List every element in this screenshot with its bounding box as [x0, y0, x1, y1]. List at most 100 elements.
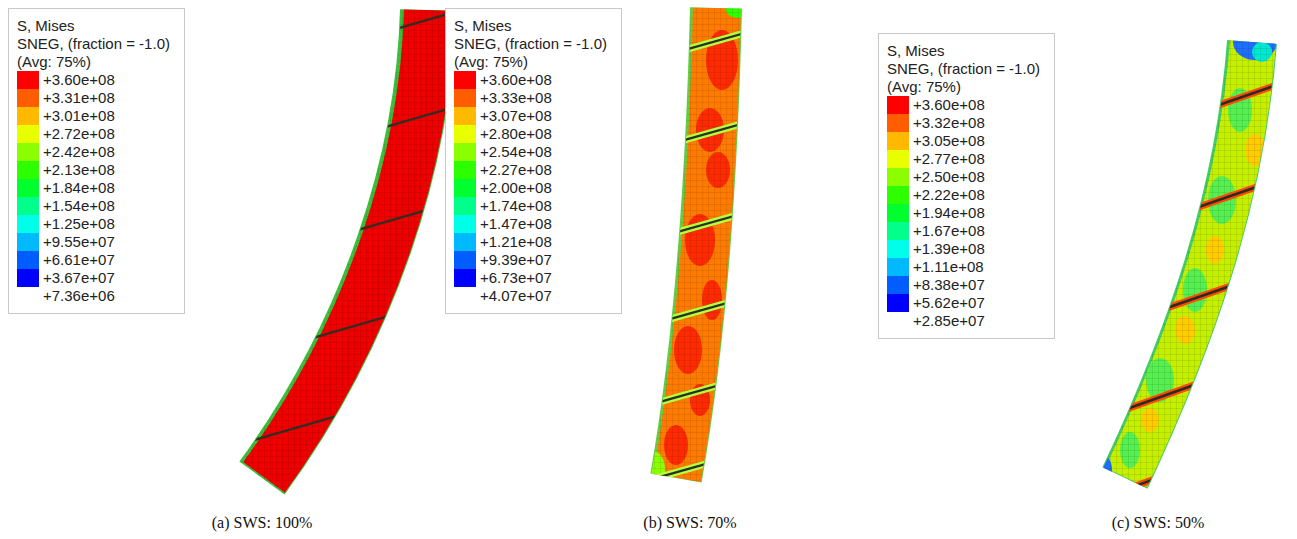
legend-swatch: [454, 107, 476, 125]
legend-heading: S, Mises: [887, 42, 1040, 60]
legend-row: +1.11e+08: [887, 258, 1040, 276]
legend-row: +4.07e+07: [454, 287, 607, 305]
legend-swatch: [17, 143, 39, 161]
legend-swatch: [887, 186, 909, 204]
legend-row: +6.61e+07: [17, 251, 170, 269]
figure-caption: (c) SWS: 50%: [1112, 514, 1204, 532]
legend-swatch: [17, 125, 39, 143]
legend-swatch: [887, 168, 909, 186]
legend-row: +2.72e+08: [17, 125, 170, 143]
legend-swatch: [17, 107, 39, 125]
legend-swatch: [17, 197, 39, 215]
legend-value: +3.60e+08: [913, 96, 985, 114]
legend-row: +8.38e+07: [887, 276, 1040, 294]
legend-row: +1.54e+08: [17, 197, 170, 215]
legend-swatch: [17, 233, 39, 251]
legend-swatch: [887, 96, 909, 114]
legend-value: +3.31e+08: [43, 89, 115, 107]
legend-value: +2.50e+08: [913, 168, 985, 186]
legend-row: +2.54e+08: [454, 143, 607, 161]
legend-value: +2.42e+08: [43, 143, 115, 161]
legend-value: +2.00e+08: [480, 179, 552, 197]
legend-row: +9.39e+07: [454, 251, 607, 269]
legend-swatch: [454, 251, 476, 269]
legend-value: +1.11e+08: [913, 258, 984, 276]
legend-swatch: [887, 222, 909, 240]
legend-row: +1.21e+08: [454, 233, 607, 251]
figure-caption: (a) SWS: 100%: [212, 514, 312, 532]
legend-value: +1.47e+08: [480, 215, 552, 233]
legend-value: +2.22e+08: [913, 186, 985, 204]
legend-value: +2.80e+08: [480, 125, 552, 143]
legend-heading: SNEG, (fraction = -1.0): [17, 35, 170, 53]
legend-swatch: [887, 276, 909, 294]
legend-heading: (Avg: 75%): [17, 53, 170, 71]
legend-row: +1.67e+08: [887, 222, 1040, 240]
legend-row: +2.22e+08: [887, 186, 1040, 204]
legend-value: +2.85e+07: [913, 312, 985, 330]
legend-value: +3.05e+08: [913, 132, 985, 150]
legend-row: +1.39e+08: [887, 240, 1040, 258]
legend-row: +3.05e+08: [887, 132, 1040, 150]
legend-row: +2.42e+08: [17, 143, 170, 161]
legend-swatch: [887, 132, 909, 150]
legend-row: +2.77e+08: [887, 150, 1040, 168]
figure-caption: (b) SWS: 70%: [643, 514, 736, 532]
legend-row: +9.55e+07: [17, 233, 170, 251]
legend-value: +3.33e+08: [480, 89, 552, 107]
legend-swatch: [454, 143, 476, 161]
legend-value: +3.32e+08: [913, 114, 985, 132]
legend-row: +3.01e+08: [17, 107, 170, 125]
legend-swatch: [17, 215, 39, 233]
legend-value: +3.01e+08: [43, 107, 115, 125]
legend-value: +2.54e+08: [480, 143, 552, 161]
legend-swatch: [17, 89, 39, 107]
legend-swatch: [17, 161, 39, 179]
legend-row: +1.94e+08: [887, 204, 1040, 222]
legend-row: +1.84e+08: [17, 179, 170, 197]
legend-value: +4.07e+07: [480, 287, 552, 305]
legend-value: +7.36e+06: [43, 287, 115, 305]
legend-value: +1.25e+08: [43, 215, 115, 233]
legend-swatch: [17, 71, 39, 89]
legend-swatch: [454, 125, 476, 143]
legend-swatch: [887, 240, 909, 258]
legend-heading: (Avg: 75%): [454, 53, 607, 71]
legend-row: +6.73e+07: [454, 269, 607, 287]
legend-value: +2.77e+08: [913, 150, 985, 168]
legend-value: +6.61e+07: [43, 251, 115, 269]
legend-value: +1.67e+08: [913, 222, 985, 240]
legend-row: +2.13e+08: [17, 161, 170, 179]
legend-value: +1.74e+08: [480, 197, 552, 215]
legend-row: +2.50e+08: [887, 168, 1040, 186]
legend-value: +3.07e+08: [480, 107, 552, 125]
legend-swatch: [454, 89, 476, 107]
legend-row: +3.60e+08: [887, 96, 1040, 114]
legend-row: +3.60e+08: [17, 71, 170, 89]
legend-swatch: [17, 179, 39, 197]
legend-value: +3.60e+08: [480, 71, 552, 89]
legend-row: +2.80e+08: [454, 125, 607, 143]
legend-row: +3.67e+07: [17, 269, 170, 287]
legend-swatch: [17, 269, 39, 287]
legend-swatch: [887, 114, 909, 132]
legend-row: +3.07e+08: [454, 107, 607, 125]
legend-row: +5.62e+07: [887, 294, 1040, 312]
legend-row: +1.25e+08: [17, 215, 170, 233]
legend-row: +1.74e+08: [454, 197, 607, 215]
legend-row: +3.32e+08: [887, 114, 1040, 132]
legend-value: +1.39e+08: [913, 240, 985, 258]
legend-value: +6.73e+07: [480, 269, 552, 287]
legend-row: +3.31e+08: [17, 89, 170, 107]
legend-box: S, MisesSNEG, (fraction = -1.0)(Avg: 75%…: [878, 33, 1055, 339]
legend-swatch: [887, 294, 909, 312]
legend-row: +2.27e+08: [454, 161, 607, 179]
legend-box: S, MisesSNEG, (fraction = -1.0)(Avg: 75%…: [8, 8, 185, 314]
legend-row: +2.85e+07: [887, 312, 1040, 330]
legend-row: +7.36e+06: [17, 287, 170, 305]
legend-value: +2.72e+08: [43, 125, 115, 143]
legend-spacer: [454, 287, 476, 305]
